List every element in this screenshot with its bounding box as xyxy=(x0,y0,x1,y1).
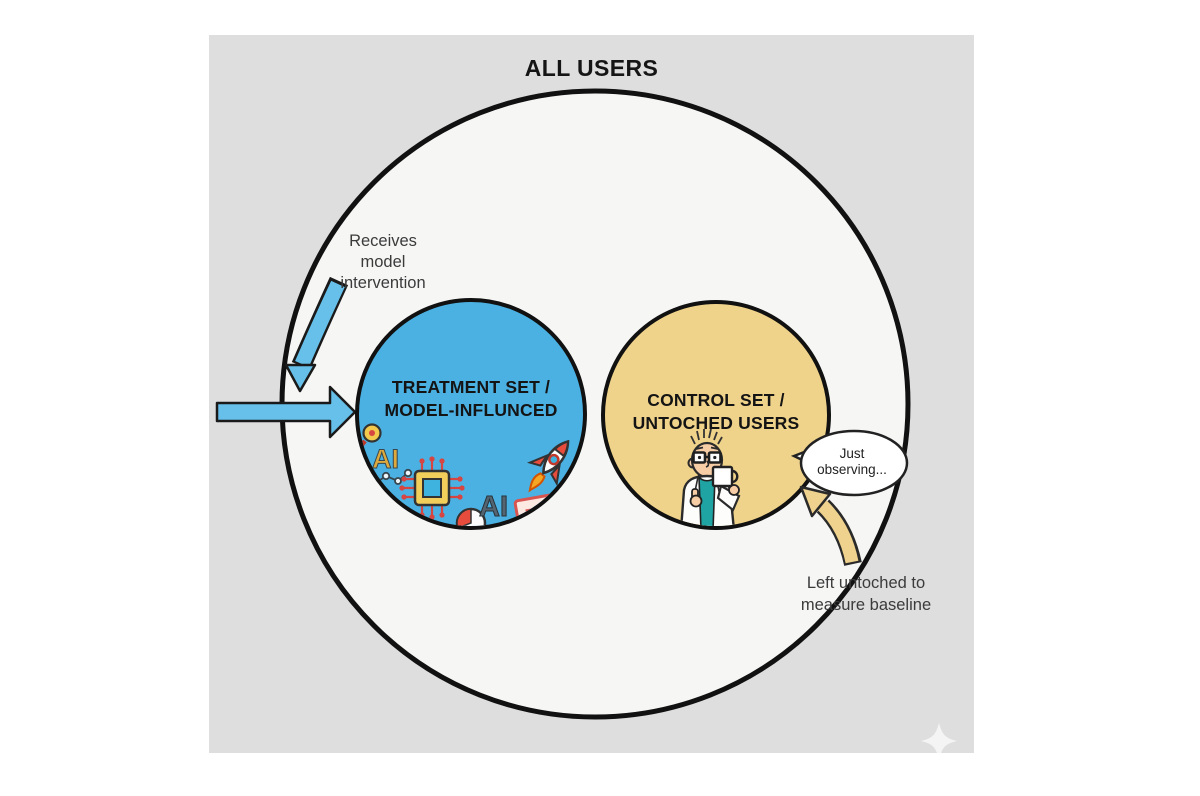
control-set-label-line1: CONTROL SET / xyxy=(647,390,785,410)
diagram-title: ALL USERS xyxy=(524,55,659,81)
treatment-annotation-line1: Receives xyxy=(349,232,417,250)
control-set-circle xyxy=(601,300,831,530)
venn-diagram-graphic: AI xyxy=(215,88,957,753)
speech-bubble-line1: Just xyxy=(839,446,865,461)
treatment-annotation-line2: model xyxy=(360,253,406,271)
rocket-icon xyxy=(526,439,570,493)
treatment-set-label-line1: TREATMENT SET / xyxy=(391,377,551,397)
scientist-illustration xyxy=(679,428,741,526)
treatment-set-label: TREATMENT SET / MODEL-INFLUNCED xyxy=(357,376,585,422)
intervention-curved-arrow xyxy=(284,276,349,393)
baseline-curved-arrow xyxy=(799,485,862,567)
speech-bubble xyxy=(790,429,909,497)
treatment-annotation-line3: intervention xyxy=(340,274,426,292)
speech-bubble-line2: observing... xyxy=(817,462,887,477)
control-set-label: CONTROL SET / UNTOCHED USERS xyxy=(603,389,829,435)
control-annotation: Left untoched to measure baseline xyxy=(766,572,966,616)
control-annotation-line1: Left untoched to xyxy=(806,574,926,592)
treatment-annotation: Receives model intervention xyxy=(303,231,463,294)
ai-doodle-text: AI xyxy=(372,444,399,474)
control-annotation-line2: measure baseline xyxy=(800,596,932,614)
speech-bubble-text: Just observing... xyxy=(800,446,904,478)
control-set-label-line2: UNTOCHED USERS xyxy=(632,413,800,433)
treatment-set-circle xyxy=(355,298,587,530)
chip-icon xyxy=(399,456,465,520)
illustration-canvas: AI xyxy=(209,35,974,753)
sparkle-watermark-icon xyxy=(921,723,957,753)
intervention-arrow xyxy=(215,385,357,439)
ai-doodle-text: AI xyxy=(479,491,508,523)
pie-chart-icon xyxy=(455,507,487,526)
treatment-set-label-line2: MODEL-INFLUNCED xyxy=(384,400,558,420)
